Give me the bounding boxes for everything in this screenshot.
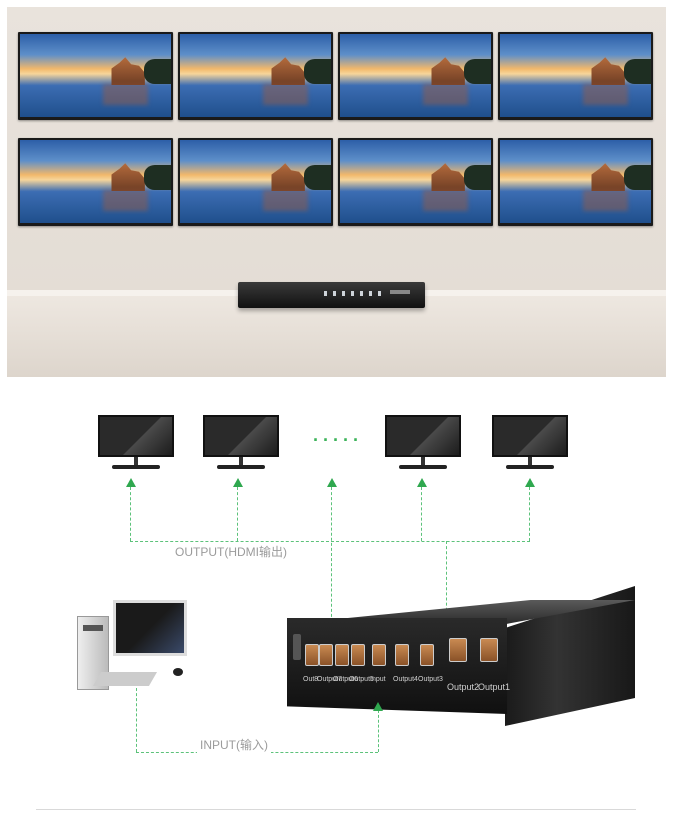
tv-screen [498,138,653,226]
port-label: Output5 [349,676,374,683]
led-indicators [324,291,386,296]
connector-line [331,487,332,622]
monitor-icon [203,415,279,473]
hdmi-port [319,644,333,666]
arrow-up-icon [126,478,136,487]
hdmi-port [351,644,365,666]
connector-line [130,487,131,541]
arrow-up-icon [417,478,427,487]
hdmi-port [480,638,498,662]
arrow-up-icon [327,478,337,487]
keyboard-icon [92,672,158,686]
output-bus-line [130,541,530,542]
hdmi-port [449,638,467,662]
connector-line [421,487,422,541]
mouse-icon [173,668,183,676]
port-label: Output2 [447,682,480,692]
hdmi-splitter-device [238,282,425,308]
arrow-up-icon [525,478,535,487]
output-label: OUTPUT(HDMI输出) [172,543,290,560]
tv-screen [18,138,173,226]
divider [36,809,636,810]
tv-screen [178,138,333,226]
port-label: Output7 [317,676,342,683]
port-label: Output4 [393,676,418,683]
connector-line [237,487,238,541]
tv-screen [18,32,173,120]
arrow-up-icon [373,702,383,711]
connector-line [529,487,530,541]
tv-screen [178,32,333,120]
hdmi-port [420,644,434,666]
connector-line [446,541,447,621]
port-label: Out8 [303,676,319,683]
hdmi-port [335,644,349,666]
tv-screen [338,32,493,120]
tv-screen [498,32,653,120]
computer-icon [75,600,195,695]
port-label: Output6 [333,676,358,683]
monitor-icon [385,415,461,473]
input-label: INPUT(输入) [197,736,271,753]
input-line [378,710,379,752]
port-label: Input [370,676,386,683]
arrow-up-icon [233,478,243,487]
hdmi-port [372,644,386,666]
monitor-icon [492,415,568,473]
tv-screen [338,138,493,226]
port-label: Output1 [478,682,511,692]
video-wall-photo [7,7,666,377]
pc-monitor [113,600,187,656]
monitor-icon [98,415,174,473]
hdmi-port [305,644,319,666]
dc-power-jack [293,634,301,660]
device-label [390,290,410,294]
hdmi-port [395,644,409,666]
more-outputs-ellipsis: ····· [313,430,363,450]
input-line [136,688,137,752]
device-rear-panel [287,618,507,714]
port-label: Output3 [418,676,443,683]
